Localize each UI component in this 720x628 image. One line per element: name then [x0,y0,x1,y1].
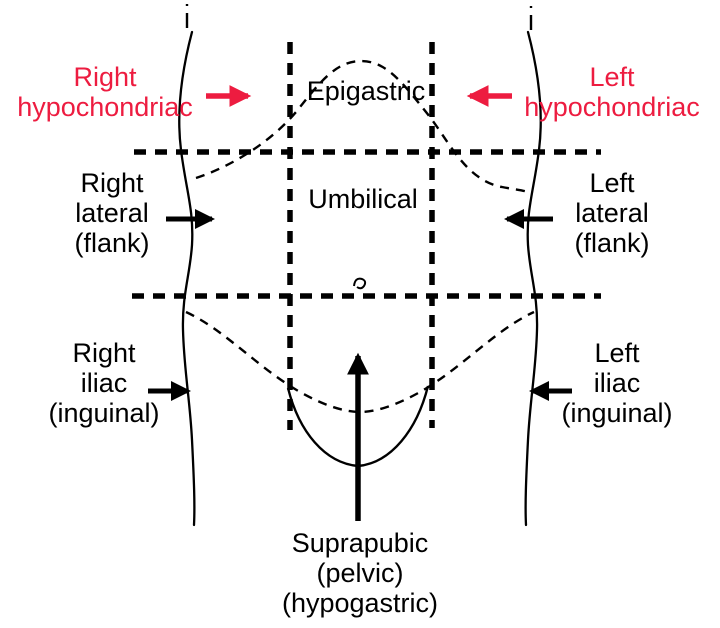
navel-mark [353,277,367,290]
label-umbilical: Umbilical [308,184,418,214]
label-right-lateral: Right lateral (flank) [74,168,150,258]
costal-margin-dashed-curve [195,59,529,194]
pelvic-dashed-curve [185,310,535,414]
body-outline-left [178,30,196,527]
label-epigastric: Epigastric [306,76,426,106]
body-outline-right [524,30,542,527]
label-suprapubic: Suprapubic (pelvic) (hypogastric) [281,528,439,618]
label-right-hypochondriac: Right hypochondriac [17,62,193,122]
label-left-hypochondriac: Left hypochondriac [524,62,700,122]
label-left-lateral: Left lateral (flank) [574,168,650,258]
label-left-iliac: Left iliac (inguinal) [561,338,673,428]
label-right-iliac: Right iliac (inguinal) [48,338,160,428]
